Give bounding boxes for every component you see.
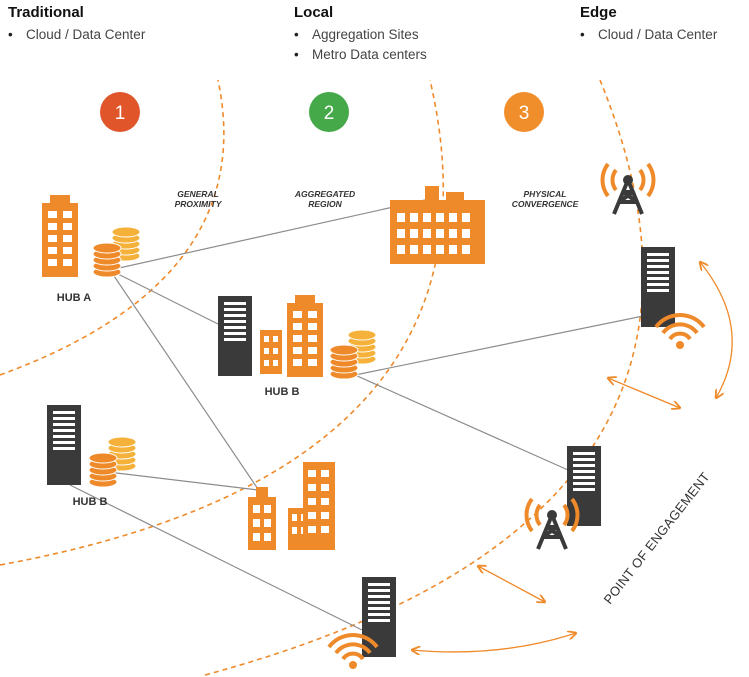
tier-3-number: 3 — [519, 103, 530, 124]
tier-2-circle — [309, 92, 349, 132]
zone-label-convergence: CONVERGENCE — [512, 199, 579, 209]
office-building-icon — [248, 462, 335, 550]
column-heading: Local — [294, 4, 334, 21]
zone-label-region: REGION — [308, 199, 342, 209]
coin-stack-icon — [93, 226, 141, 277]
cell-tower-icon — [600, 162, 656, 216]
connection-lines — [69, 199, 649, 631]
zone-arc-2 — [0, 79, 445, 566]
tier-badge-3: 3 — [504, 92, 544, 132]
tier-1-circle — [100, 92, 140, 132]
tier-1-number: 1 — [115, 103, 126, 124]
server-rack-icon — [362, 577, 396, 657]
coin-stack-icon — [89, 436, 137, 487]
zone-label-physical: PHYSICAL — [524, 189, 567, 199]
hub-a-label: HUB A — [57, 292, 91, 304]
tier-badge-2: 2 — [309, 92, 349, 132]
list-item: •Cloud / Data Center — [580, 27, 718, 42]
list-item-label: Metro Data centers — [312, 47, 427, 62]
server-rack-icon — [218, 296, 252, 376]
column-edge: Edge •Cloud / Data Center — [580, 4, 717, 45]
tier-badge-1: 1 — [100, 92, 140, 132]
tier-2-number: 2 — [324, 103, 335, 124]
zone-arc-3 — [204, 79, 644, 676]
zone-label-proximity: PROXIMITY — [175, 199, 223, 209]
column-local: Local •Aggregation Sites •Metro Data cen… — [294, 4, 427, 65]
point-of-engagement-label: POINT OF ENGAGEMENT — [601, 469, 713, 607]
double-arrow-icon — [412, 262, 733, 652]
list-item: •Aggregation Sites — [294, 27, 419, 42]
list-item-label: Cloud / Data Center — [26, 27, 146, 42]
office-building-icon — [260, 295, 323, 377]
list-item-label: Cloud / Data Center — [598, 27, 718, 42]
zone-label-general: GENERAL — [177, 189, 219, 199]
column-heading: Edge — [580, 4, 617, 21]
zone-label-aggregated: AGGREGATED — [294, 189, 355, 199]
hub-b-left-label: HUB B — [73, 496, 108, 508]
column-traditional: Traditional •Cloud / Data Center — [8, 4, 145, 45]
tier-3-circle — [504, 92, 544, 132]
office-building-icon — [390, 186, 485, 264]
server-rack-icon — [47, 405, 81, 485]
hub-b-center-label: HUB B — [265, 386, 300, 398]
hub-b-center: HUB B — [218, 295, 377, 398]
list-item-label: Aggregation Sites — [312, 27, 419, 42]
server-rack-icon — [567, 446, 601, 526]
hub-b-left: HUB B — [47, 405, 137, 508]
column-heading: Traditional — [8, 4, 84, 21]
wifi-icon — [327, 633, 379, 671]
list-item: •Metro Data centers — [294, 47, 427, 62]
hub-a: HUB A — [42, 195, 141, 304]
office-building-icon — [42, 195, 78, 277]
zone-arc-1 — [0, 79, 225, 376]
wifi-icon — [654, 313, 706, 351]
list-item: •Cloud / Data Center — [8, 27, 146, 42]
zone-arcs — [0, 79, 644, 676]
